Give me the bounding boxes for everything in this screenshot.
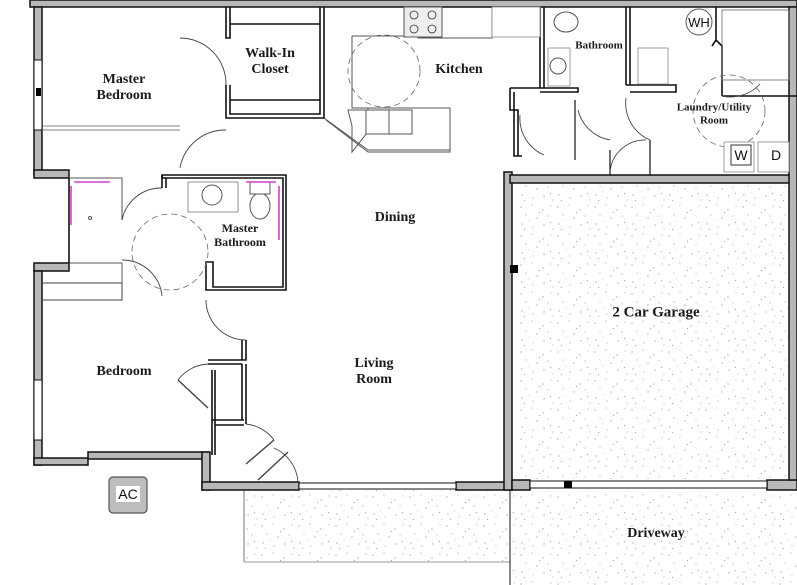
toilet: [553, 11, 579, 33]
room-label-dining: Dining: [374, 209, 416, 225]
room-label-bedroom: Bedroom: [96, 363, 152, 379]
room-label-living-room: Living Room: [354, 355, 394, 387]
laundry-turning-circle: [692, 74, 766, 148]
dryer-label: D: [770, 147, 782, 163]
water-heater-circle: [685, 8, 713, 36]
room-label-garage: 2 Car Garage: [612, 304, 700, 321]
master-bath-sink: [201, 184, 223, 206]
room-label-walk-in-closet: Walk-In Closet: [245, 45, 295, 77]
water-heater-label: WH: [688, 14, 710, 30]
room-label-master-bathroom: Master Bathroom: [214, 221, 266, 249]
kitchen-turning-circle: [347, 34, 421, 108]
door-swings: [121, 37, 761, 483]
stove: [403, 6, 443, 38]
front-porch: [244, 490, 510, 562]
washer-label: W: [734, 147, 748, 163]
garage-floor: [518, 183, 792, 479]
room-label-bathroom: Bathroom: [575, 39, 623, 52]
bath-sink: [549, 57, 567, 75]
master-toilet: [249, 192, 271, 220]
interior-walls: [42, 7, 797, 455]
room-label-kitchen: Kitchen: [435, 61, 483, 77]
room-label-driveway: Driveway: [627, 525, 685, 541]
room-label-master-bedroom: Master Bedroom: [96, 71, 152, 103]
master-bath-turning-circle: [131, 213, 209, 291]
driveway-area: [512, 492, 797, 585]
ac-unit-label: AC: [118, 486, 138, 502]
room-label-laundry-utility: Laundry/Utility Room: [676, 101, 752, 126]
